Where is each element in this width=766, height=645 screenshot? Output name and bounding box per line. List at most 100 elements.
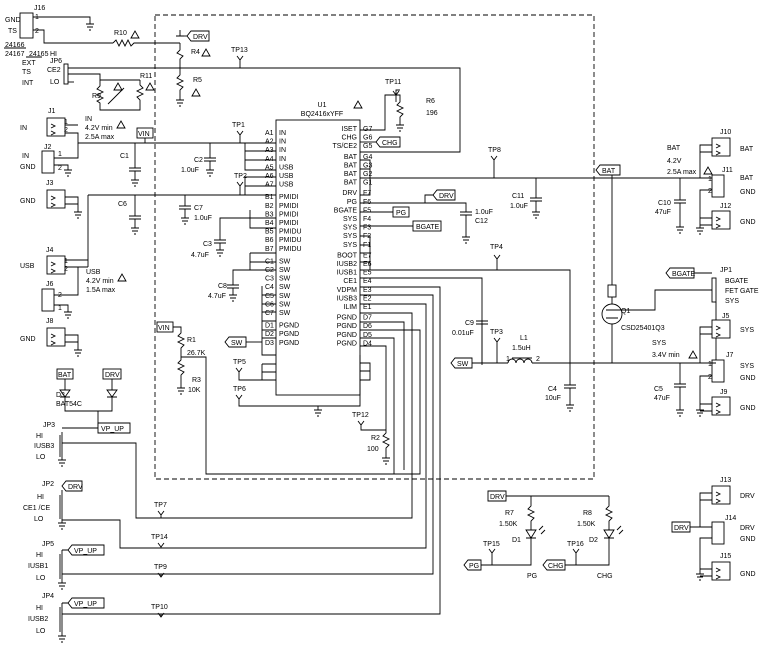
svg-text:R3: R3 bbox=[192, 377, 201, 384]
capacitor-c10: C10 47uF bbox=[655, 178, 686, 234]
ic-pin-ball: G2 bbox=[363, 171, 372, 178]
ic-pin-ball: E1 bbox=[363, 304, 372, 311]
svg-text:26.7K: 26.7K bbox=[187, 350, 206, 357]
svg-text:TP4: TP4 bbox=[490, 244, 503, 251]
capacitor-c4: C4 10uF bbox=[545, 363, 576, 412]
jumper-jp5: JP5 HI IUSB1 LO VP_UP bbox=[28, 541, 105, 590]
svg-text:C4: C4 bbox=[548, 386, 557, 393]
svg-text:IN: IN bbox=[22, 153, 29, 160]
resistor-r10: R10 bbox=[112, 30, 180, 48]
board-outline bbox=[154, 14, 595, 480]
svg-text:J8: J8 bbox=[46, 318, 54, 325]
ic-pin-name: PGND bbox=[337, 315, 357, 322]
ic-pin-ball: C3 bbox=[265, 276, 274, 283]
ic-pin-ball: D1 bbox=[265, 323, 274, 330]
svg-text:2.5A max: 2.5A max bbox=[85, 134, 115, 141]
ic-pin-name: PMIDI bbox=[279, 194, 299, 201]
connector-j16: J16 GND TS 1 2 bbox=[5, 5, 113, 44]
ic-pin-name: PGND bbox=[337, 332, 357, 339]
svg-text:BAT: BAT bbox=[740, 146, 754, 153]
ic-pin-name: SW bbox=[279, 293, 291, 300]
svg-text:24167: 24167 bbox=[5, 51, 25, 58]
test-point-tp10: TP10 bbox=[151, 604, 168, 618]
svg-text:2: 2 bbox=[64, 266, 68, 273]
ic-body bbox=[275, 119, 361, 396]
ic-pin-ball: B5 bbox=[265, 229, 274, 236]
svg-text:BAT: BAT bbox=[667, 145, 681, 152]
svg-text:J2: J2 bbox=[44, 144, 52, 151]
ic-pin-name: TS/CE2 bbox=[332, 143, 357, 150]
svg-text:JP6: JP6 bbox=[50, 58, 62, 65]
svg-text:R1: R1 bbox=[187, 337, 196, 344]
svg-text:VP_UP: VP_UP bbox=[74, 548, 97, 555]
flag-drv-mid: DRV bbox=[360, 189, 456, 204]
capacitor-c2: C2 1.0uF bbox=[181, 143, 216, 177]
svg-text:LO: LO bbox=[34, 516, 44, 523]
svg-text:BAT: BAT bbox=[58, 372, 72, 379]
ic-pin-ball: E3 bbox=[363, 287, 372, 294]
svg-text:D3: D3 bbox=[56, 392, 65, 399]
test-point-tp7: TP7 bbox=[154, 502, 167, 518]
svg-text:HI: HI bbox=[36, 433, 43, 440]
capacitor-c9: C9 0.01uF bbox=[452, 320, 488, 363]
svg-text:DRV: DRV bbox=[68, 484, 83, 491]
flag-chg: CHG bbox=[360, 136, 401, 148]
svg-text:TP3: TP3 bbox=[490, 329, 503, 336]
jumper-jp6: 24166 24167 24165 EXT TS INT JP6 HI CE2 … bbox=[4, 42, 461, 153]
ic-pin-ball: E2 bbox=[363, 295, 372, 302]
ic-pin-ball: B4 bbox=[265, 220, 274, 227]
ic-pin-ball: E5 bbox=[363, 270, 372, 277]
svg-text:TP6: TP6 bbox=[233, 386, 246, 393]
svg-text:TP7: TP7 bbox=[154, 502, 167, 509]
svg-text:BGATE: BGATE bbox=[725, 278, 749, 285]
ic-pin-name: CE1 bbox=[343, 278, 357, 285]
svg-text:1.0uF: 1.0uF bbox=[194, 215, 212, 222]
ic-pin-ball: D4 bbox=[363, 340, 372, 347]
ic-pin-name: IN bbox=[279, 147, 286, 154]
svg-text:BAT: BAT bbox=[602, 168, 616, 175]
svg-text:J14: J14 bbox=[725, 515, 736, 522]
ic-pin-ball: A7 bbox=[265, 182, 274, 189]
test-point-tp14: TP14 bbox=[151, 534, 168, 548]
svg-text:100: 100 bbox=[367, 446, 379, 453]
svg-text:J16: J16 bbox=[34, 5, 45, 12]
svg-text:DRV: DRV bbox=[490, 494, 505, 501]
capacitor-c6: C6 bbox=[118, 195, 141, 235]
svg-text:10K: 10K bbox=[188, 387, 201, 394]
ic-pin-name: BAT bbox=[344, 180, 358, 187]
ic-pin-name: PMIDI bbox=[279, 211, 299, 218]
jumper-jp1: BGATE JP1 BGATE FET GATE SYS bbox=[665, 267, 759, 363]
ic-pin-ball: D7 bbox=[363, 315, 372, 322]
ic-pin-name: BAT bbox=[344, 171, 358, 178]
resistor-r9-r11: R9 R11 bbox=[92, 73, 155, 111]
warning-icon bbox=[688, 350, 698, 359]
svg-text:GND: GND bbox=[20, 336, 36, 343]
svg-text:4.2V min: 4.2V min bbox=[85, 125, 113, 132]
svg-text:CSD25401Q3: CSD25401Q3 bbox=[621, 325, 665, 332]
test-point-tp8: TP8 bbox=[488, 147, 501, 178]
svg-text:EXT: EXT bbox=[22, 60, 36, 67]
svg-text:Q1: Q1 bbox=[621, 308, 630, 315]
ic-pin-name: SYS bbox=[343, 216, 357, 223]
svg-text:LO: LO bbox=[50, 79, 60, 86]
svg-text:HI: HI bbox=[36, 605, 43, 612]
svg-text:DRV: DRV bbox=[439, 193, 454, 200]
transistor-q1: Q1 CSD25401Q3 bbox=[601, 284, 712, 363]
capacitor-c8: C8 4.7uF bbox=[208, 252, 276, 302]
svg-text:LO: LO bbox=[36, 628, 46, 635]
svg-text:DRV: DRV bbox=[740, 525, 755, 532]
ic-pin-name: IUSB2 bbox=[337, 261, 357, 268]
connector-j1: J1 IN 1 2 IN 4.2V min 2.5A max bbox=[20, 108, 276, 144]
svg-text:J6: J6 bbox=[46, 281, 54, 288]
ic-pin-ball: D3 bbox=[265, 340, 274, 347]
ic-pin-ball: G3 bbox=[363, 162, 372, 169]
connector-j13: J13 DRV bbox=[699, 477, 755, 527]
svg-text:JP2: JP2 bbox=[42, 481, 54, 488]
svg-text:R11: R11 bbox=[140, 73, 152, 80]
ic-pin-name: PGND bbox=[279, 331, 299, 338]
ic-pin-ball: F7 bbox=[363, 190, 371, 197]
svg-text:C1: C1 bbox=[120, 153, 129, 160]
svg-text:J7: J7 bbox=[726, 352, 734, 359]
